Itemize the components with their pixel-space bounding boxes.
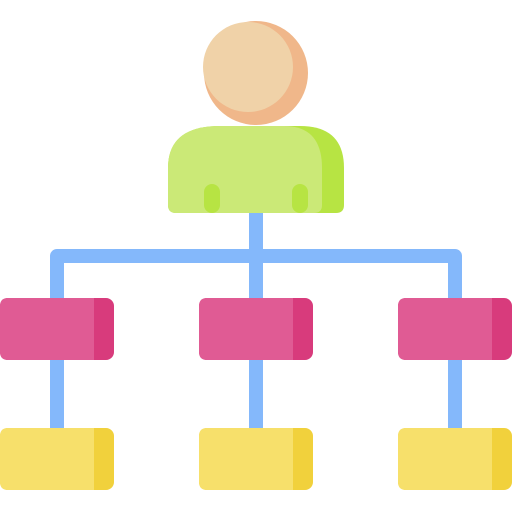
middle-level-boxes (0, 298, 512, 360)
middle-box-right (398, 298, 512, 360)
connector-middle-drop (249, 260, 263, 302)
connector-center-lower (249, 355, 263, 432)
person-head-face (203, 22, 293, 112)
bottom-box-right (398, 428, 512, 490)
connector-lines (50, 205, 462, 432)
person-arm-left (204, 184, 220, 213)
bottom-box-center (199, 428, 313, 490)
person-body (168, 126, 344, 213)
person-arm-right (292, 184, 308, 213)
bottom-level-boxes (0, 428, 512, 490)
person-head (203, 21, 308, 125)
connector-left-lower (50, 355, 64, 432)
connector-horizontal (50, 249, 462, 302)
connector-right-lower (448, 355, 462, 432)
middle-box-left (0, 298, 114, 360)
middle-box-center (199, 298, 313, 360)
bottom-box-left (0, 428, 114, 490)
